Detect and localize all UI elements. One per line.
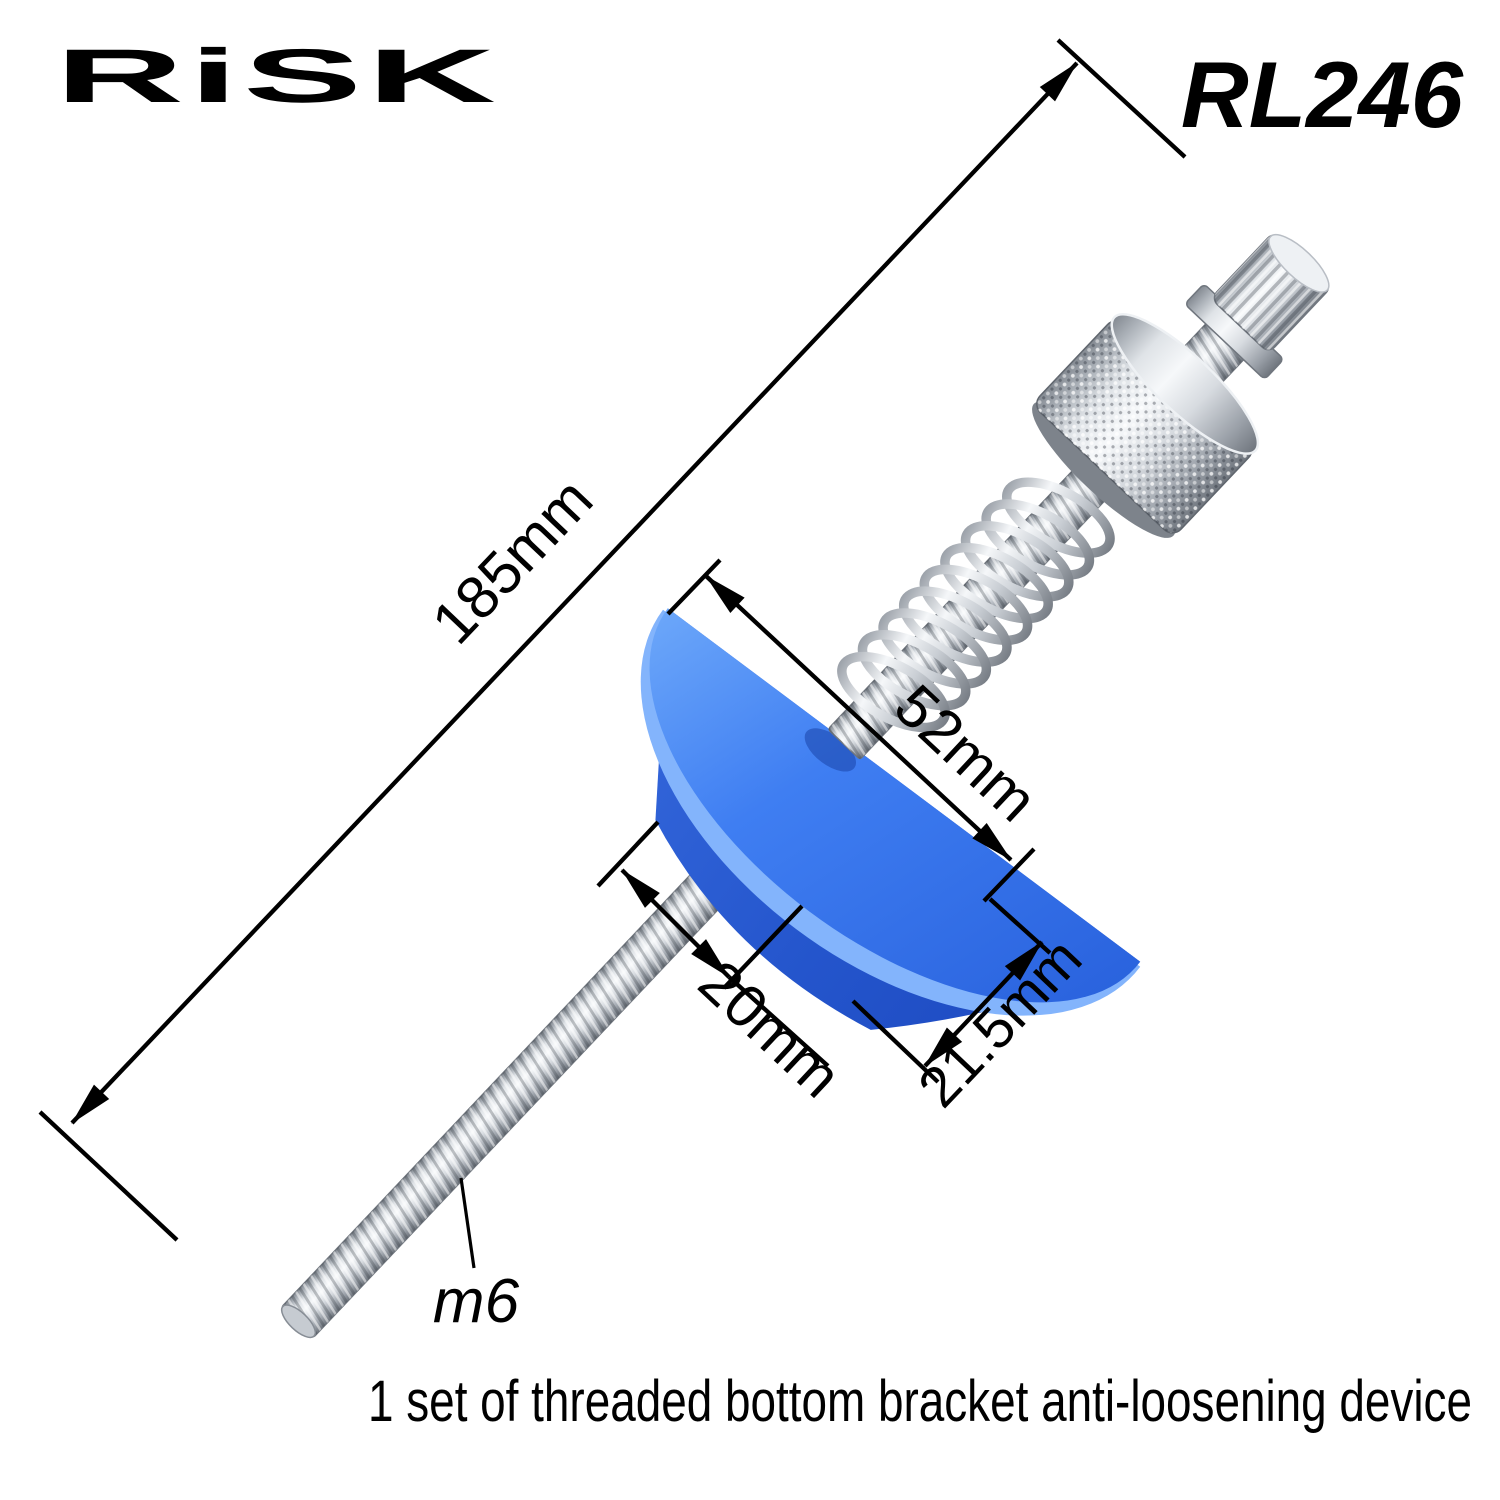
tick-52-left (666, 558, 722, 616)
model-number: RL246 (1181, 42, 1464, 147)
tick-185-bottom (38, 1110, 179, 1242)
dimension-185-line (70, 61, 1079, 1125)
tick-52-right (982, 847, 1036, 903)
tick-185-top (1056, 38, 1187, 159)
cap-nut (1213, 233, 1330, 351)
dimension-215-line (923, 940, 1044, 1068)
tick-215-bottom (851, 999, 940, 1084)
dimension-20-line (620, 868, 731, 979)
tick-20-left (596, 820, 660, 888)
rod-tip (280, 1304, 317, 1339)
brand-logo: RiSK (55, 34, 500, 119)
adjuster-assembly (828, 233, 1330, 760)
dimension-lines (38, 38, 1187, 1269)
cap-top-face (1268, 233, 1330, 293)
dimension-185-label: 185mm (419, 465, 605, 656)
dimension-52-line (704, 574, 1013, 862)
brand-logo-text: RiSK (55, 34, 500, 119)
dimension-20-extension (727, 975, 830, 1068)
tick-20-right (722, 904, 804, 990)
thread-size-label: m6 (433, 1267, 520, 1336)
wheel-face (1110, 313, 1260, 455)
leader-m6 (459, 1177, 476, 1269)
caption: 1 set of threaded bottom bracket anti-lo… (368, 1369, 1472, 1434)
